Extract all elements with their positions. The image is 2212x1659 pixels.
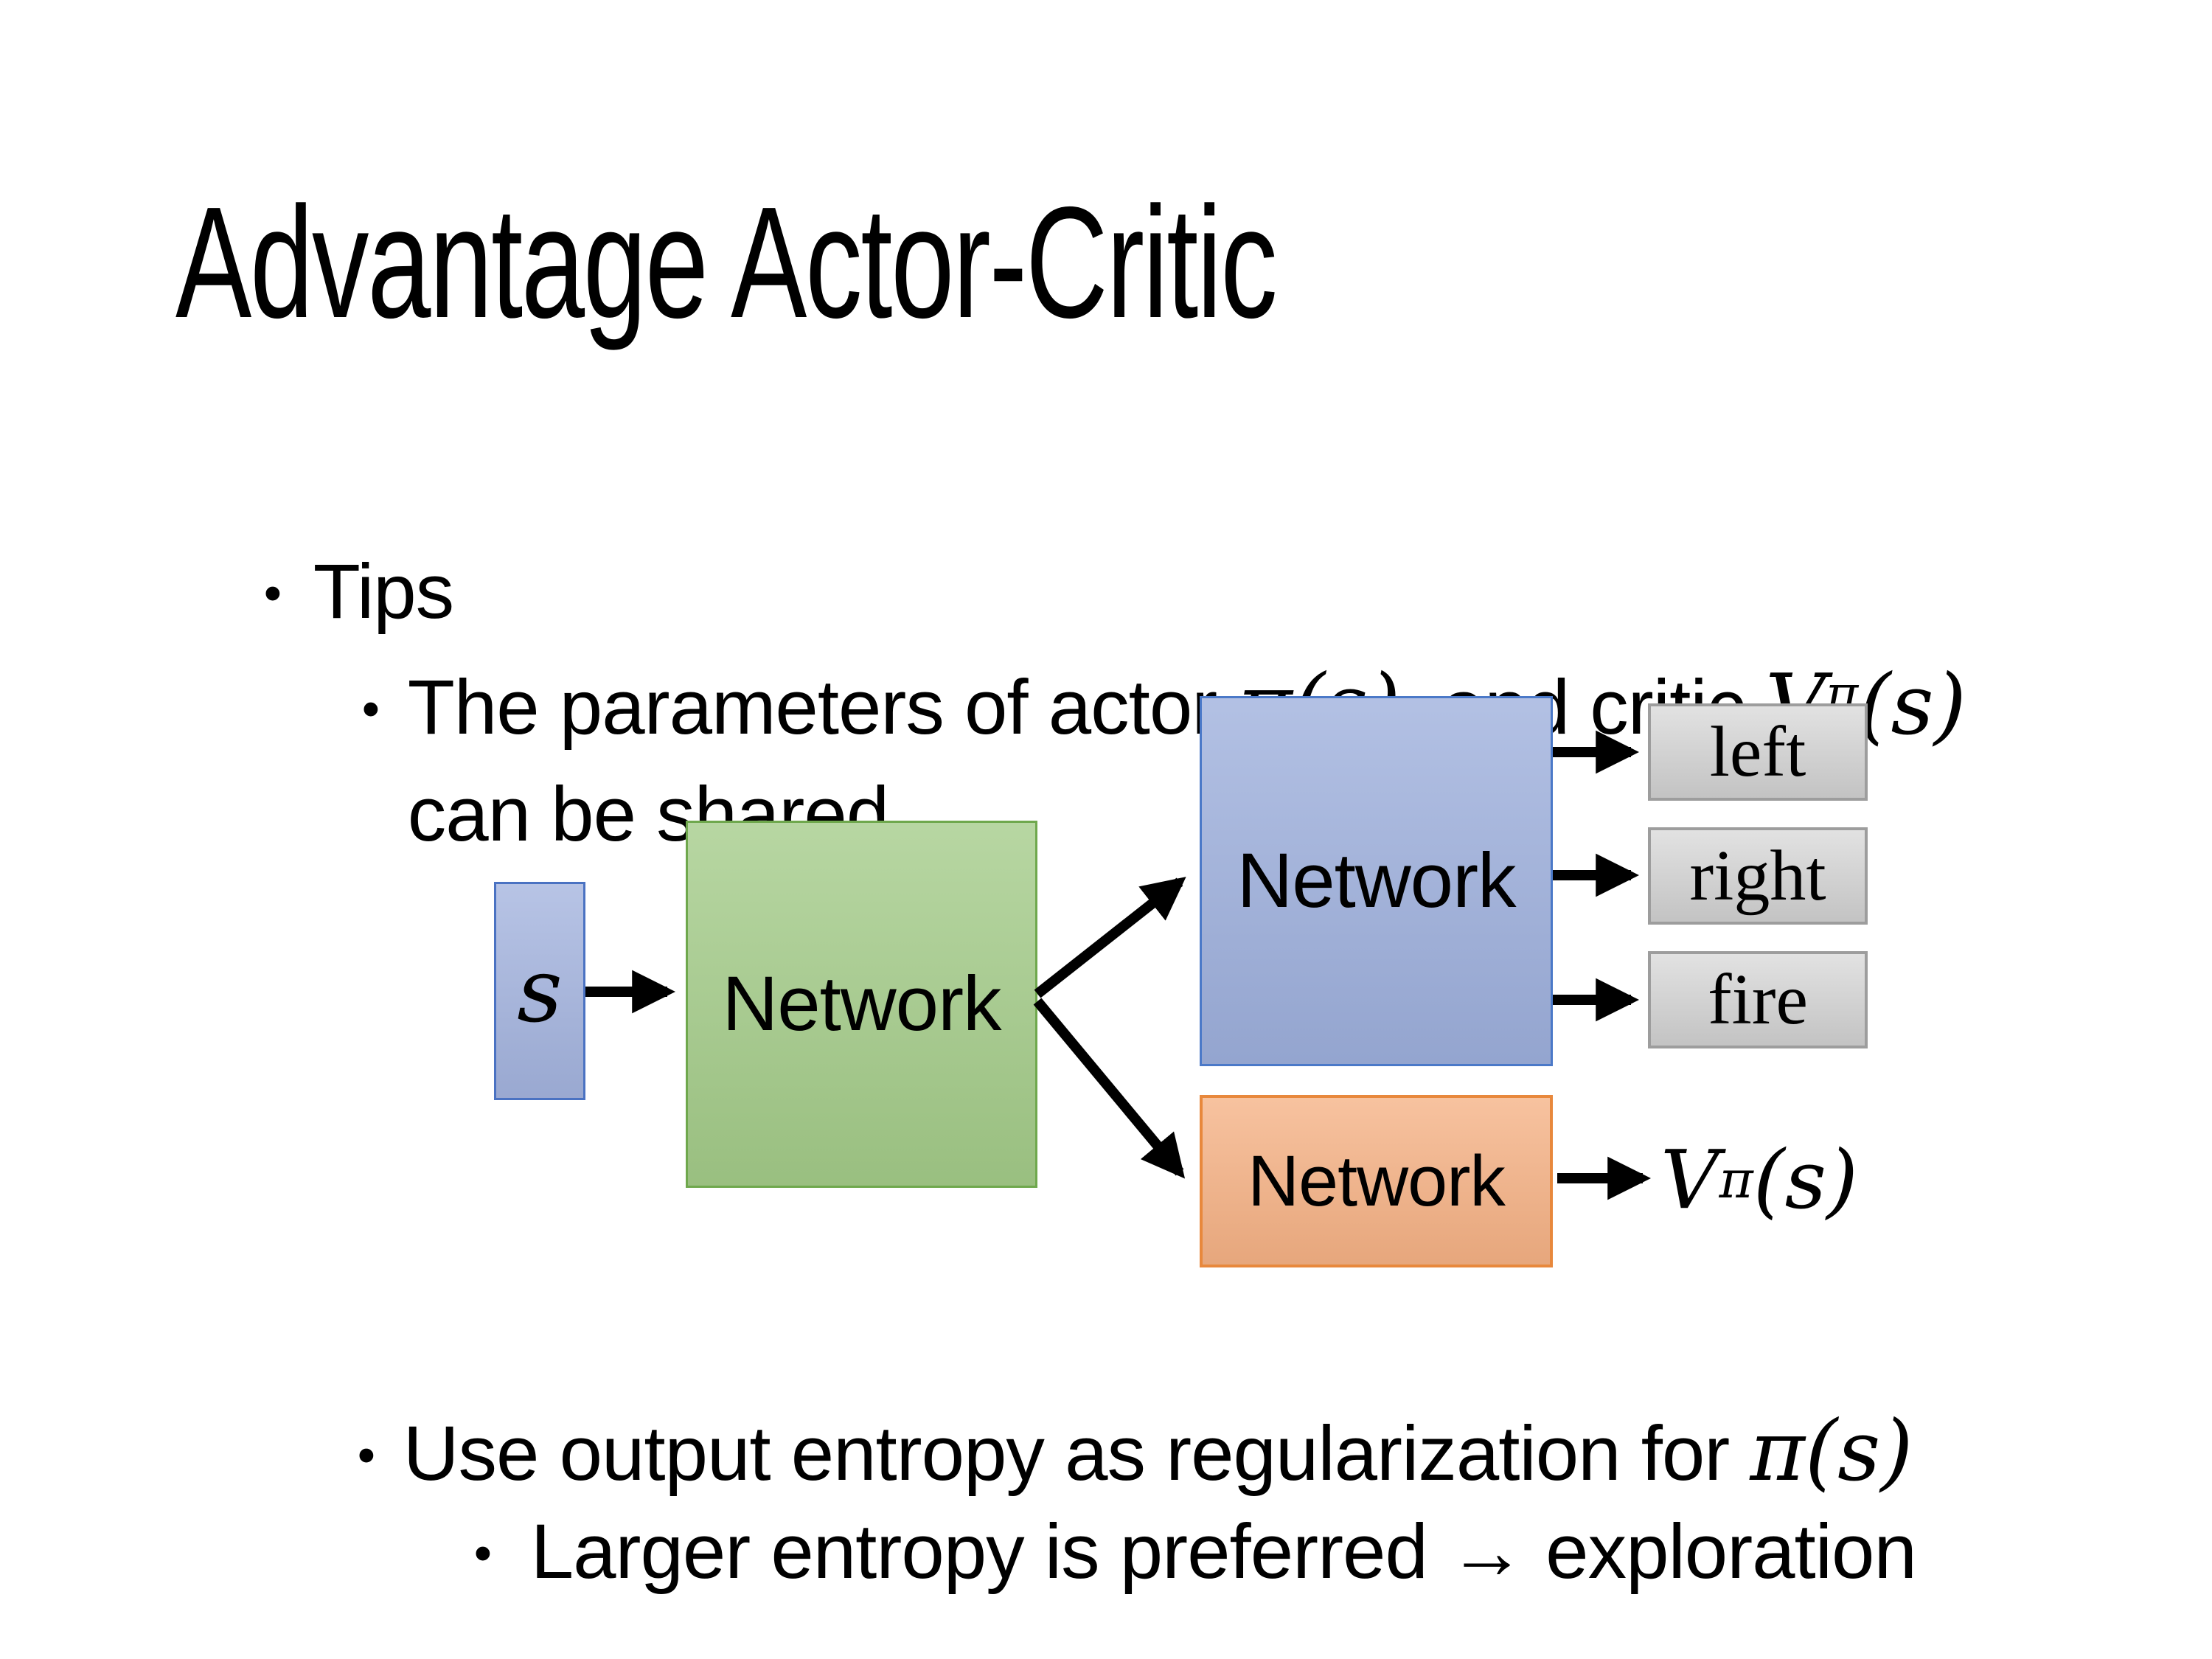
actor-network-label: Network xyxy=(1237,838,1516,924)
critic-network-box: Network xyxy=(1200,1095,1553,1267)
bullet-exploration: • Larger entropy is preferred → explorati… xyxy=(391,1419,1917,1659)
arrow-shared-to-critic xyxy=(1033,998,1186,1179)
bullet-entropy-regularization: • Use output entropy as regularization fo… xyxy=(274,1314,1913,1588)
critic-network-label: Network xyxy=(1248,1141,1506,1221)
exploration-line-text: Larger entropy is preferred → exploratio… xyxy=(530,1508,1917,1595)
tips-label: Tips xyxy=(313,548,454,635)
action-output-box-fire: fire xyxy=(1648,951,1868,1048)
bullet-tips: • Tips xyxy=(181,459,454,726)
action-output-label: right xyxy=(1689,836,1826,916)
actor-network-box: Network xyxy=(1200,696,1553,1066)
entropy-line-prefix: Use output entropy as regularization for xyxy=(403,1410,1750,1497)
bullet-dot: • xyxy=(361,680,380,738)
shared-network-box: Network xyxy=(686,821,1037,1188)
shared-line-prefix: The parameters of actor xyxy=(407,664,1238,751)
action-output-label: left xyxy=(1709,712,1806,792)
arrow-shared-to-actor xyxy=(1034,877,1186,998)
action-output-box-right: right xyxy=(1648,827,1868,925)
state-label: s xyxy=(517,939,563,1043)
shared-network-label: Network xyxy=(722,961,1001,1047)
action-output-box-left: left xyxy=(1648,703,1868,801)
entropy-pi-math: π(s) xyxy=(1750,1402,1913,1500)
critic-output-args: (s) xyxy=(1753,1133,1858,1227)
bullet-dot: • xyxy=(263,564,282,622)
critic-output-sup: π xyxy=(1719,1150,1753,1210)
slide-title: Advantage Actor-Critic xyxy=(175,173,1278,351)
critic-output-base: V xyxy=(1660,1133,1719,1227)
bullet-dot: • xyxy=(473,1524,492,1582)
critic-v-args: (s) xyxy=(1858,655,1966,754)
action-output-label: fire xyxy=(1708,960,1808,1040)
state-input-box: s xyxy=(494,882,585,1100)
bullet-dot: • xyxy=(357,1426,375,1484)
